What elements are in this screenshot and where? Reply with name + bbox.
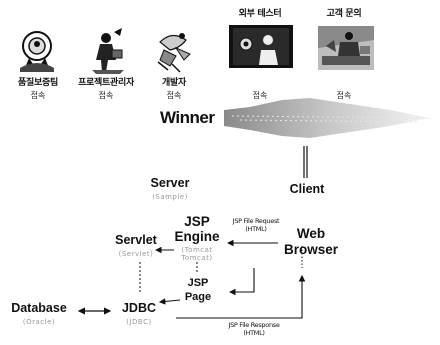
connect-label-dev: 접속 bbox=[154, 90, 194, 101]
role-label-qa: 품질보증팀 bbox=[0, 75, 76, 88]
connect-label-customer: 접속 bbox=[324, 90, 364, 101]
jsp-page-title-1: JSP bbox=[176, 276, 220, 290]
client-label: Client bbox=[282, 182, 332, 196]
web-browser-title-2: Browser bbox=[280, 243, 342, 257]
customer-inquiry-icon bbox=[318, 26, 374, 70]
jsp-engine-sub-1: (Tomcat bbox=[170, 246, 224, 254]
jdbc-label: JDBC bbox=[114, 301, 164, 315]
database-label: Database bbox=[2, 301, 76, 315]
winner-gradient-arrow bbox=[224, 98, 430, 138]
role-label-dev: 개발자 bbox=[136, 75, 212, 88]
connect-label-pm: 접속 bbox=[86, 90, 126, 101]
jsp-engine-title-1: JSP bbox=[170, 215, 224, 229]
server-label: Server bbox=[140, 176, 200, 190]
servlet-sublabel: (Servlet) bbox=[106, 250, 166, 258]
project-manager-icon bbox=[92, 28, 124, 74]
jsp-engine-title-2: Engine bbox=[170, 230, 224, 244]
role-label-customer: 고객 문의 bbox=[306, 6, 382, 19]
browser-page-arrow bbox=[230, 268, 254, 292]
jsp-page-title-2: Page bbox=[176, 290, 220, 304]
response-label-2: (HTML) bbox=[216, 330, 292, 338]
jdbc-sublabel: (JDBC) bbox=[114, 318, 164, 326]
jsp-engine-sub-2: Tomcat) bbox=[170, 254, 224, 262]
database-sublabel: (Oracle) bbox=[2, 318, 76, 326]
servlet-label: Servlet bbox=[106, 233, 166, 247]
external-tester-icon bbox=[229, 25, 293, 68]
quality-seal-icon bbox=[20, 32, 54, 72]
winner-label: Winner bbox=[160, 108, 214, 128]
web-browser-title-1: Web bbox=[280, 227, 342, 241]
role-label-tester: 외부 테스터 bbox=[222, 6, 298, 19]
developer-icon bbox=[158, 33, 190, 72]
connect-label-qa: 접속 bbox=[18, 90, 58, 101]
request-label-2: (HTML) bbox=[226, 226, 286, 234]
connect-label-tester: 접속 bbox=[240, 90, 280, 101]
winner-client-connector bbox=[304, 146, 307, 178]
server-sublabel: (Sample) bbox=[140, 193, 200, 201]
role-label-pm: 프로젝트관리자 bbox=[68, 75, 144, 88]
